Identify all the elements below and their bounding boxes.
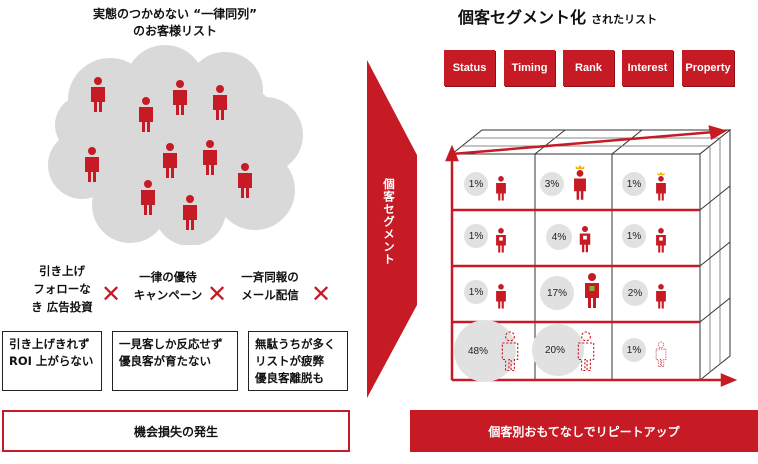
cloud-shape bbox=[48, 45, 303, 245]
person-icon bbox=[163, 143, 177, 178]
x-mark-icon: ✕ bbox=[207, 280, 228, 308]
badge-icon bbox=[589, 286, 595, 291]
tag-rank: Rank bbox=[563, 50, 614, 86]
share-bubble: 17% bbox=[540, 276, 574, 310]
person-icon bbox=[656, 171, 666, 201]
share-value: 20% bbox=[544, 344, 565, 356]
share-bubble: 1% bbox=[464, 172, 488, 196]
share-bubble: 1% bbox=[622, 338, 646, 362]
footer-right-label: 個客別おもてなしでリピートアップ bbox=[488, 424, 680, 439]
result-box-1: 引き上げきれず ROI 上がらない bbox=[2, 331, 102, 391]
share-value: 1% bbox=[626, 178, 642, 190]
right-title: 個客セグメント化 されたリスト bbox=[458, 4, 657, 28]
crown-icon bbox=[657, 171, 665, 176]
cube-axes bbox=[445, 125, 738, 387]
share-value: 1% bbox=[468, 178, 484, 190]
person-icon bbox=[91, 77, 105, 112]
grid-people bbox=[496, 164, 667, 372]
crown-icon bbox=[575, 164, 585, 170]
tag-label: Rank bbox=[575, 62, 602, 74]
person-icon bbox=[238, 163, 252, 198]
share-bubble: 1% bbox=[464, 280, 488, 304]
badge-icon bbox=[583, 235, 587, 240]
person-icon bbox=[85, 147, 99, 182]
person-icon bbox=[496, 228, 506, 253]
person-icon bbox=[173, 80, 187, 115]
cloud-people bbox=[85, 77, 252, 230]
left-title: 実態のつかめない “一律同列” のお客様リスト bbox=[93, 7, 257, 38]
tag-timing: Timing bbox=[504, 50, 555, 86]
person-icon bbox=[656, 228, 666, 253]
person-icon bbox=[183, 195, 197, 230]
person-icon bbox=[585, 273, 599, 308]
tag-label: Property bbox=[685, 62, 731, 74]
x-mark-icon: ✕ bbox=[101, 280, 122, 308]
segment-arrow bbox=[367, 60, 417, 398]
person-icon bbox=[656, 284, 666, 309]
footer-left-label: 機会損失の発生 bbox=[133, 424, 218, 439]
share-value: 1% bbox=[468, 230, 484, 242]
share-bubble: 1% bbox=[464, 224, 488, 248]
person-icon bbox=[655, 341, 667, 367]
opportunity-loss-banner: 機会損失の発生 bbox=[2, 410, 350, 452]
person-icon bbox=[139, 97, 153, 132]
result-box-3: 無駄うちが多く リストが疲弊 優良客離脱も bbox=[248, 331, 348, 391]
person-icon bbox=[574, 164, 586, 200]
tag-property: Property bbox=[682, 50, 734, 86]
share-value: 48% bbox=[467, 345, 488, 357]
person-icon bbox=[141, 180, 155, 215]
negative-action-1: 引き上げ フォローな き 広告投資 bbox=[31, 264, 93, 314]
tag-status: Status bbox=[444, 50, 495, 86]
share-bubble: 1% bbox=[622, 172, 646, 196]
tag-label: Interest bbox=[627, 62, 668, 74]
person-icon bbox=[203, 140, 217, 175]
tag-label: Status bbox=[452, 62, 487, 74]
result-box-2: 一見客しか反応せず 優良客が育たない bbox=[112, 331, 238, 391]
badge-icon bbox=[499, 237, 503, 241]
share-value: 1% bbox=[626, 230, 642, 242]
person-icon bbox=[213, 85, 227, 120]
share-value: 4% bbox=[551, 231, 567, 243]
right-title-main: 個客セグメント化 bbox=[458, 8, 587, 27]
share-bubble: 1% bbox=[622, 224, 646, 248]
customer-cloud bbox=[48, 45, 303, 245]
badge-icon bbox=[659, 237, 663, 241]
share-value: 2% bbox=[627, 287, 643, 299]
right-title-sub: されたリスト bbox=[591, 13, 658, 26]
segment-arrow-label: 個客セグメント bbox=[382, 178, 396, 266]
share-value: 17% bbox=[546, 287, 567, 299]
person-icon bbox=[579, 226, 591, 253]
person-icon bbox=[496, 284, 506, 309]
negative-action-3: 一斉同報の メール配信 bbox=[241, 270, 299, 302]
share-bubble: 2% bbox=[622, 280, 648, 306]
share-value: 1% bbox=[626, 344, 642, 356]
negative-action-2: 一律の優待 キャンペーン bbox=[133, 270, 203, 302]
tag-interest: Interest bbox=[622, 50, 673, 86]
person-icon bbox=[501, 331, 519, 372]
person-icon bbox=[577, 331, 595, 372]
share-bubble: 20% bbox=[532, 324, 584, 376]
repeat-up-banner: 個客別おもてなしでリピートアップ bbox=[410, 410, 758, 452]
share-value: 1% bbox=[468, 286, 484, 298]
person-icon bbox=[496, 176, 506, 201]
share-value: 3% bbox=[544, 178, 560, 190]
tag-label: Timing bbox=[511, 62, 548, 74]
x-mark-icon: ✕ bbox=[311, 280, 332, 308]
share-bubble: 3% bbox=[540, 172, 564, 196]
share-bubble: 48% bbox=[454, 320, 516, 382]
share-bubble: 4% bbox=[546, 224, 572, 250]
